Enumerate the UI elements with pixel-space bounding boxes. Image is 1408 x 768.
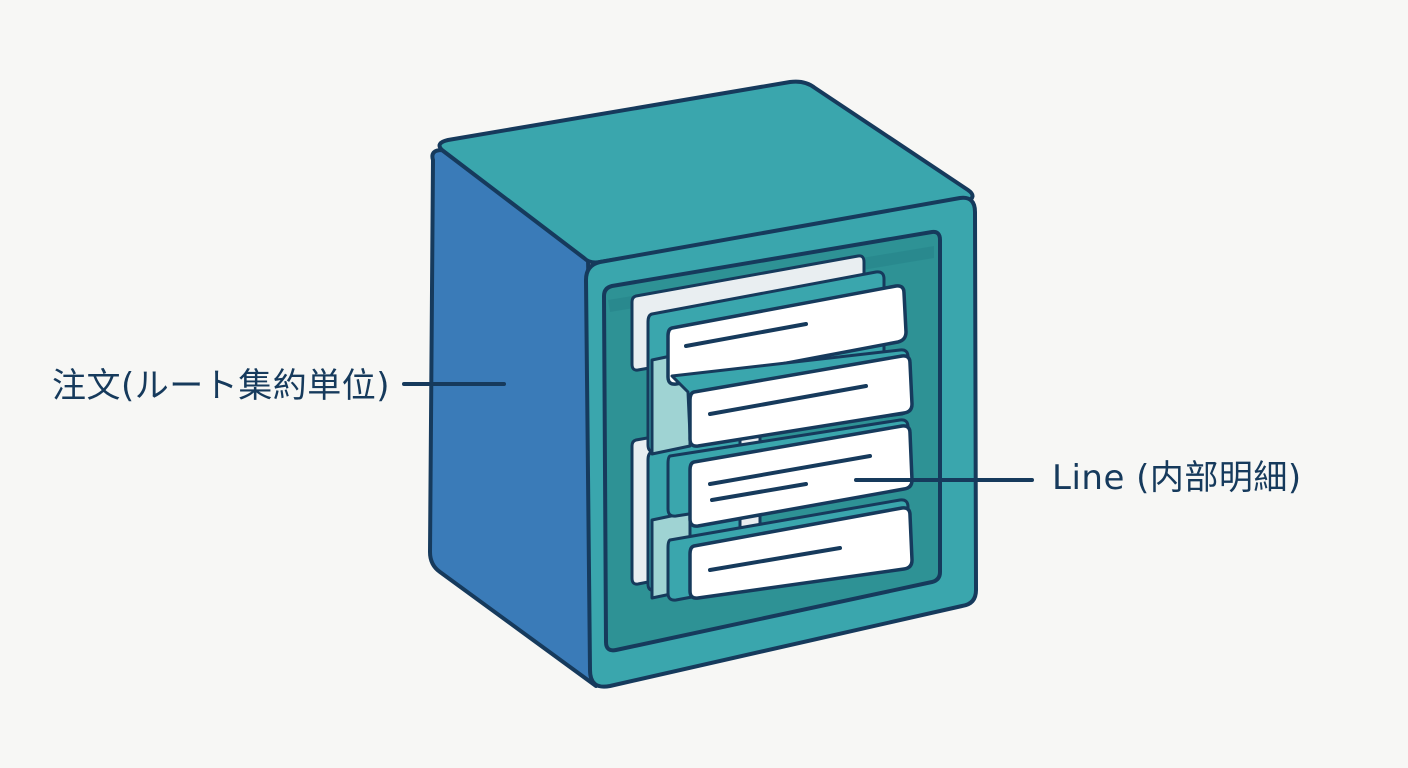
card-text-line — [708, 384, 868, 416]
card-text-line — [684, 322, 808, 348]
line-item-card — [670, 348, 914, 448]
line-item-card — [666, 418, 914, 528]
line-item-card — [666, 498, 914, 602]
line-detail-label: Line (内部明細) — [1052, 458, 1302, 498]
card-text-line — [708, 454, 872, 486]
aggregate-root-label: 注文(ルート集約単位) — [52, 366, 391, 406]
line-item-cards — [666, 284, 914, 602]
card-text-line — [710, 482, 808, 502]
line-item-card — [666, 284, 908, 386]
card-text-line — [708, 546, 842, 572]
